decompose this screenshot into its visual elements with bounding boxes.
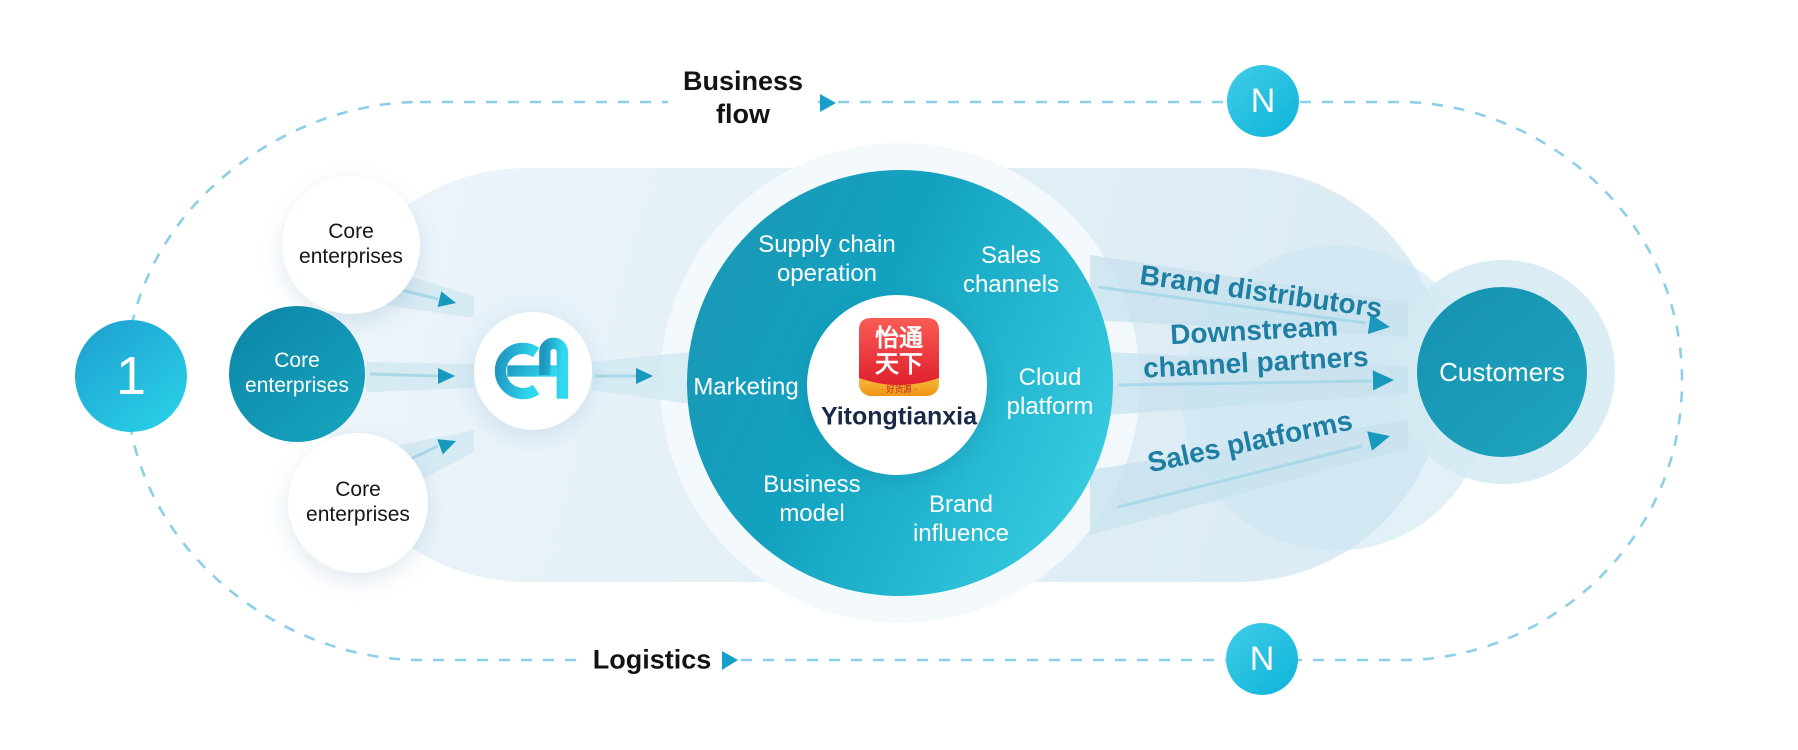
logistics-label: Logistics xyxy=(582,641,722,679)
arrowhead-sales-platforms-icon xyxy=(1367,431,1390,451)
arrow-line-brand-distributors xyxy=(1097,285,1367,325)
beam-mid-supplier xyxy=(366,362,474,392)
stage-number-node: 1 xyxy=(75,320,187,432)
arrowhead-brand-distributors-icon xyxy=(1367,314,1390,334)
arrowhead-mid-supplier-icon xyxy=(438,368,455,384)
core-enterprise-node-bottom: Core enterprises xyxy=(288,433,428,573)
business-flow-label: Business flow xyxy=(668,63,818,133)
logo-banner-text: · 好货源 · xyxy=(881,384,917,394)
logistics-n-node: N xyxy=(1226,623,1298,695)
platform-name: Yitongtianxia xyxy=(820,402,978,431)
arrowhead-bottom-supplier-icon xyxy=(437,439,456,455)
beam-sales-platforms xyxy=(1090,420,1408,535)
core-enterprise-node-top: Core enterprises xyxy=(282,176,420,314)
capability-sales-channels: Sales channels xyxy=(962,242,1060,298)
arrow-lines xyxy=(369,281,1373,509)
core-enterprise-label: Core enterprises xyxy=(306,478,410,526)
core-enterprise-label: Core enterprises xyxy=(245,349,349,397)
logo-red-tile xyxy=(859,318,939,385)
logistics-arrow-icon xyxy=(722,651,738,670)
logo-chars-row2: 天下 xyxy=(875,351,923,378)
customers-node: Customers xyxy=(1417,287,1587,457)
flow-loop-dashed-line xyxy=(124,100,1684,662)
arrowhead-ea-platform-icon xyxy=(636,368,653,384)
stage-number-text: 1 xyxy=(115,346,147,406)
arrow-line-mid-supplier xyxy=(369,372,439,378)
arrow-line-sales-platforms xyxy=(1117,444,1363,509)
core-enterprise-label: Core enterprises xyxy=(299,220,403,268)
core-enterprise-node-middle: Core enterprises xyxy=(229,306,365,442)
arrow-line-downstream xyxy=(1117,379,1373,387)
channel-downstream-partners: Downstream channel partners xyxy=(1142,310,1370,384)
ea-aggregator-node xyxy=(474,312,592,430)
arrow-heads xyxy=(437,94,1394,670)
business-flow-n-text: N xyxy=(1250,81,1276,120)
business-flow-n-node: N xyxy=(1227,65,1299,137)
capability-cloud-platform: Cloud platform xyxy=(1006,364,1094,420)
capability-business-model: Business model xyxy=(763,471,861,527)
capability-marketing: Marketing xyxy=(693,373,799,401)
logistics-n-text: N xyxy=(1249,639,1275,678)
arrowhead-downstream-icon xyxy=(1372,370,1394,391)
ea-logo-icon xyxy=(494,337,568,400)
yitongtianxia-app-icon: 怡通 天下 · 好货源 · xyxy=(859,318,939,396)
business-flow-arrow-icon xyxy=(820,94,836,112)
arrowhead-top-supplier-icon xyxy=(437,291,456,307)
capability-supply-chain: Supply chain operation xyxy=(758,231,896,287)
capability-brand-influence: Brand influence xyxy=(912,491,1010,547)
logo-chars-row1: 怡通 xyxy=(875,324,923,352)
customers-label: Customers xyxy=(1439,356,1565,387)
